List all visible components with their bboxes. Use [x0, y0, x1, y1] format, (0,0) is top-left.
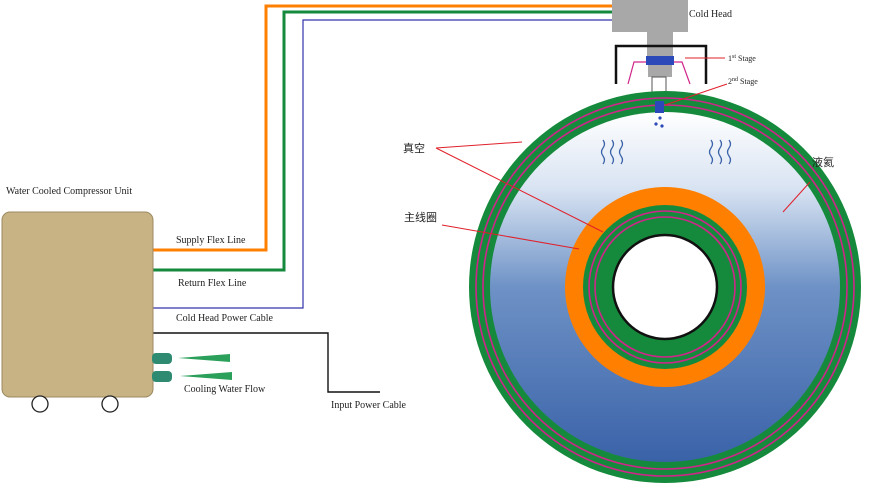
cooling-water-flow-label: Cooling Water Flow [184, 384, 266, 395]
return-flex-line [153, 10, 612, 272]
inner-ring-2 [594, 216, 736, 358]
compressor-unit-label: Water Cooled Compressor Unit [6, 186, 132, 197]
compressor-unit-box [1, 211, 154, 398]
liquid-helium-label: 液氦 [812, 155, 834, 169]
main-coil-label: 主线圈 [404, 210, 437, 224]
stage2-tip [655, 101, 664, 113]
stage2-label: 2nd Stage [728, 77, 758, 86]
bore [611, 233, 719, 341]
vacuum-label: 真空 [403, 141, 425, 155]
stage1-block [646, 56, 674, 65]
cold-head-body [648, 65, 672, 77]
cold-head-label: Cold Head [689, 9, 732, 20]
compressor-wheel-right [101, 395, 119, 413]
bubble-1 [658, 116, 662, 120]
inner-ring-1 [588, 210, 742, 364]
boiloff-waves-left [600, 139, 624, 165]
stage1-label: 1st Stage [728, 54, 756, 63]
vessel-outer-ring-1 [475, 97, 855, 477]
cooling-water-arrow-in [178, 354, 230, 362]
bubble-3 [660, 124, 664, 128]
cold-head-power-cable-label: Cold Head Power Cable [176, 313, 273, 324]
return-flex-line-label: Return Flex Line [178, 278, 247, 289]
turret-housing [614, 44, 708, 84]
boiloff-waves-right [708, 139, 732, 165]
cooling-water-port-top [152, 353, 172, 364]
annotation-leaders [435, 57, 811, 250]
supply-flex-line-label: Supply Flex Line [176, 235, 246, 246]
input-power-cable-label: Input Power Cable [331, 400, 407, 411]
compressor-wheel-left [31, 395, 49, 413]
cold-head-neck [647, 32, 673, 56]
cold-head-block [612, 0, 688, 32]
supply-flex-line [153, 4, 612, 252]
cold-head-power-cable [153, 19, 612, 309]
input-power-cable [153, 332, 380, 393]
cooling-water-port-bottom [152, 371, 172, 382]
cooling-water-arrow-out [180, 372, 232, 380]
bubble-2 [654, 122, 658, 126]
